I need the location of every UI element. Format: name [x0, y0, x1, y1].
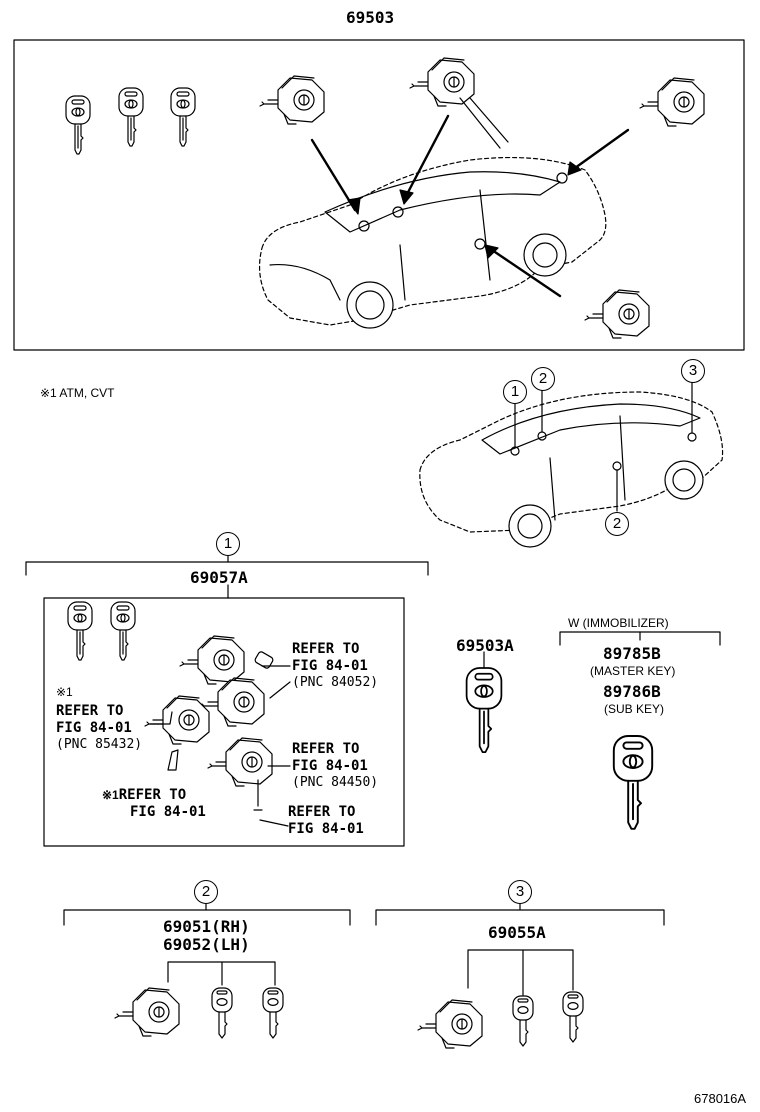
group1-callout: 1 — [216, 532, 240, 556]
ref-bottom-left-text: REFER TO — [118, 787, 187, 803]
ref-bottom-left-l2: FIG 84-01 — [130, 804, 206, 820]
ref-85432-l1: REFER TO — [56, 703, 124, 719]
master-key-label: (MASTER KEY) — [590, 664, 676, 678]
master-key-part-number: 89785B — [603, 644, 661, 663]
group2-part-number-rh: 69051(RH) — [163, 917, 250, 936]
note-mark: ※1 — [40, 386, 57, 400]
ref-84052-l3: (PNC 84052) — [292, 675, 379, 690]
key-single-part-number: 69503A — [456, 636, 514, 655]
callout-3: 3 — [681, 359, 705, 383]
ref-84052-l1: REFER TO — [292, 641, 360, 657]
ref-bottom-right-l1: REFER TO — [288, 804, 356, 820]
callout-2-door: 2 — [605, 512, 629, 536]
figure-code: 678016A — [694, 1091, 747, 1106]
sub-key-label: (SUB KEY) — [604, 702, 665, 716]
callout-2: 2 — [531, 367, 555, 391]
car-outline-mid — [419, 391, 724, 548]
group3-part-number: 69055A — [488, 923, 546, 942]
callout-1: 1 — [503, 380, 527, 404]
ref-bottom-right-l2: FIG 84-01 — [288, 821, 364, 837]
top-part-number: 69503 — [346, 8, 395, 27]
ref-bottom-left-mark: ※1 — [102, 788, 119, 802]
ref-bottom-left-l1: ※1REFER TO — [102, 788, 186, 802]
ref-84052-l2: FIG 84-01 — [292, 658, 368, 674]
note-text: ATM, CVT — [59, 386, 115, 400]
ref-85432-mark: ※1 — [56, 685, 73, 699]
group3-callout: 3 — [508, 880, 532, 904]
ref-84450-l1: REFER TO — [292, 741, 360, 757]
ref-84450-l3: (PNC 84450) — [292, 775, 379, 790]
group2-callout: 2 — [194, 880, 218, 904]
sub-key-part-number: 89786B — [603, 682, 661, 701]
ref-85432-l2: FIG 84-01 — [56, 720, 132, 736]
note-footnote: ※1 ATM, CVT — [40, 387, 115, 399]
group2-part-number-lh: 69052(LH) — [163, 935, 250, 954]
car-outline-top — [258, 156, 607, 329]
group1-part-number: 69057A — [190, 568, 248, 587]
ref-85432-l3: (PNC 85432) — [56, 737, 143, 752]
ref-84450-l2: FIG 84-01 — [292, 758, 368, 774]
immobilizer-header: W (IMMOBILIZER) — [568, 616, 669, 630]
